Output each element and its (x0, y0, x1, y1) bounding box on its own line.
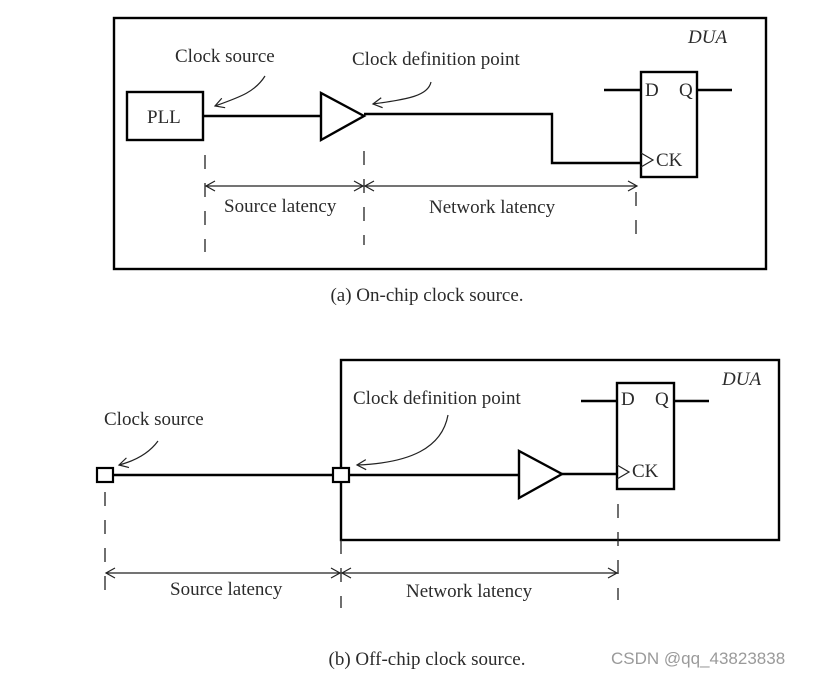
source-latency-label-a: Source latency (224, 196, 337, 217)
clock-source-pointer-b (117, 440, 159, 469)
flip-flop-b (615, 381, 676, 491)
ff-d-label-a: D (645, 80, 659, 101)
clock-definition-pointer-a (371, 81, 432, 109)
clock-source-port-b (95, 466, 115, 484)
clock-definition-label-a: Clock definition point (352, 49, 521, 70)
ff-ck-label-a: CK (656, 150, 683, 171)
caption-a: (a) On-chip clock source. (330, 285, 523, 306)
network-latency-label-b: Network latency (406, 581, 533, 602)
caption-b: (b) Off-chip clock source. (329, 649, 526, 670)
clock-source-label-a: Clock source (175, 46, 275, 67)
buffer-b (517, 448, 565, 501)
clock-source-label-b: Clock source (104, 409, 204, 430)
watermark: CSDN @qq_43823838 (611, 649, 785, 668)
ff-d-label-b: D (621, 389, 635, 410)
pll-label: PLL (147, 107, 181, 128)
clock-definition-port-b (331, 466, 351, 484)
ff-q-label-a: Q (679, 80, 693, 101)
buffer-a (319, 90, 367, 143)
ff-ck-label-b: CK (632, 461, 659, 482)
clock-definition-label-b: Clock definition point (353, 388, 522, 409)
dua-label-b: DUA (721, 369, 761, 390)
dua-label-a: DUA (687, 27, 727, 48)
network-latency-label-a: Network latency (429, 197, 556, 218)
flip-flop-a (639, 70, 699, 179)
clock-source-pointer-a (213, 75, 266, 109)
clock-definition-pointer-b (355, 414, 449, 471)
diagram-a: DUA PLL Clock source Clock definition po… (112, 16, 768, 306)
source-latency-label-b: Source latency (170, 579, 283, 600)
diagram-b: DUA Clock source Clock definition point … (95, 358, 781, 670)
clock-pin-triangle-b (616, 464, 631, 480)
clock-pin-triangle-a (640, 152, 655, 168)
dua-boundary-b (339, 358, 781, 542)
ff-q-label-b: Q (655, 389, 669, 410)
dua-boundary-a (112, 16, 768, 271)
wire-buffer-to-ff-a (364, 112, 641, 165)
